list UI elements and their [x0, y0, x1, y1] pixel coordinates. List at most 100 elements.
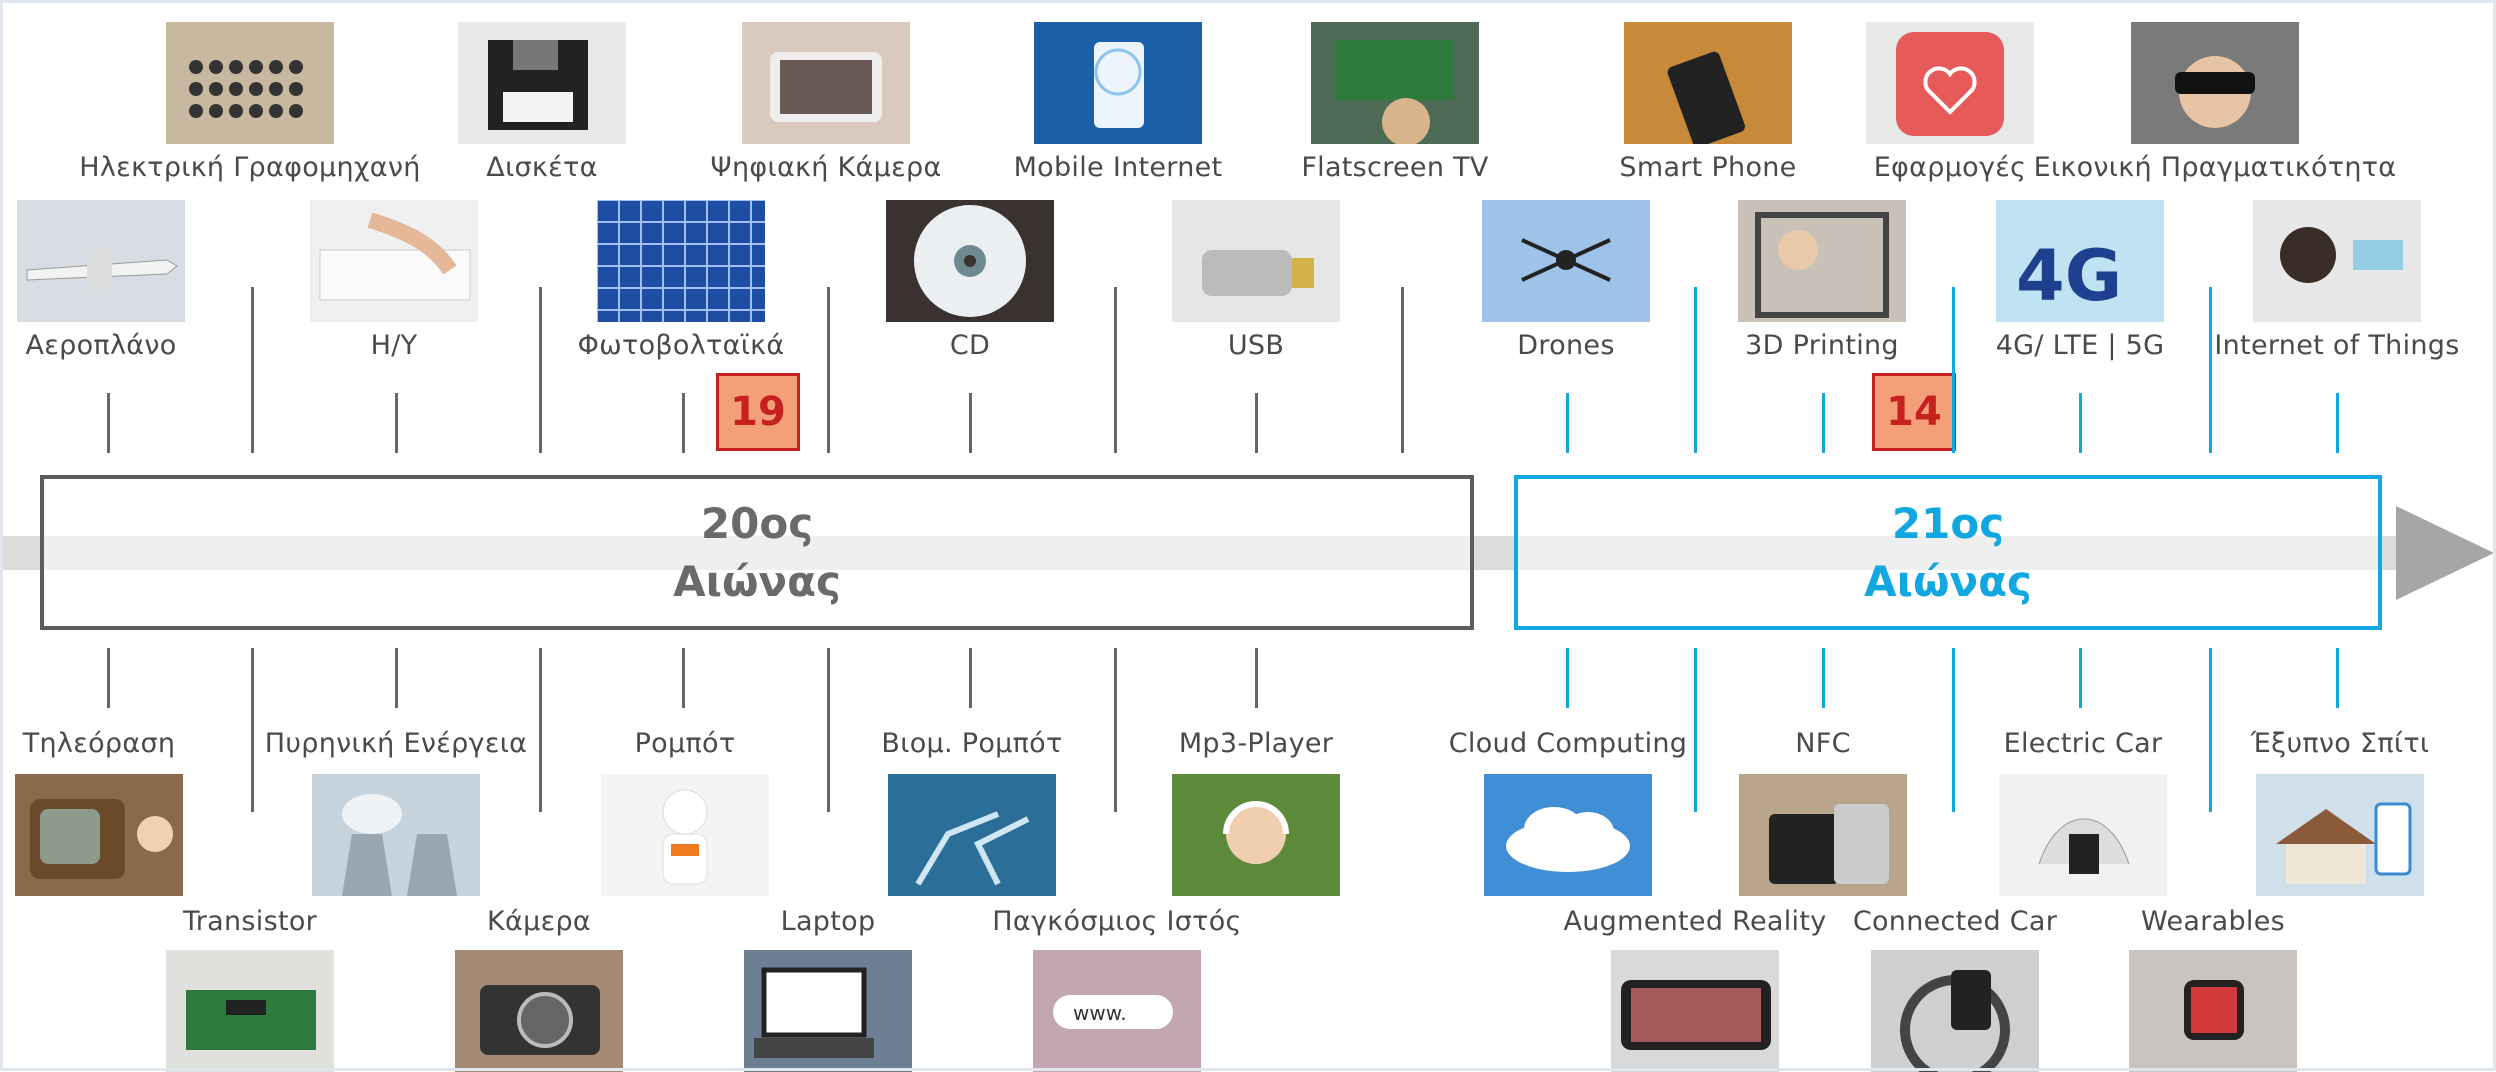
industrial-robot-photo-icon [888, 774, 1056, 896]
retro-tv-photo-icon [15, 774, 183, 896]
connector-tick [1255, 393, 1258, 453]
tech-item-label: Drones [1517, 330, 1615, 361]
3d-printer-photo-icon [1738, 200, 1906, 322]
connector-tick [1255, 648, 1258, 708]
tech-item-label: Laptop [780, 906, 876, 937]
ev-charger-photo-icon [1999, 774, 2167, 896]
tech-item-label: Transistor [182, 906, 318, 937]
tech-item-label: Flatscreen TV [1301, 152, 1489, 183]
floppy-disk-photo-icon [458, 22, 626, 144]
tech-item-label: Mp3-Player [1178, 728, 1334, 759]
robot-photo-icon [601, 774, 769, 896]
tech-item-label: 4G/ LTE | 5G [1995, 330, 2165, 361]
tech-item-label: Τηλεόραση [22, 728, 176, 759]
tech-item-label: 3D Printing [1745, 330, 1899, 361]
solar-panel-photo-icon [597, 200, 765, 322]
era-20th-century-title: 20ος [700, 498, 814, 548]
era-21st-century-title: 21ος [1891, 498, 2005, 548]
tech-item-label: Φωτοβολταϊκά [577, 330, 785, 361]
tech-item-label: Βιομ. Ρομπότ [881, 728, 1063, 759]
connector-divider [2209, 287, 2212, 453]
laptop-photo-icon [744, 950, 912, 1072]
cd-photo-icon [886, 200, 1054, 322]
circuit-board-photo-icon [166, 950, 334, 1072]
headphones-photo-icon [1172, 774, 1340, 896]
flatscreen-tv-photo-icon [1311, 22, 1479, 144]
tech-item-label: Αεροπλάνο [25, 330, 177, 361]
timeline-arrow-head [2396, 506, 2494, 600]
usb-key-photo-icon [1172, 200, 1340, 322]
svg-text:4G: 4G [2016, 235, 2122, 317]
connector-divider [1401, 287, 1404, 453]
cloud-photo-icon [1484, 774, 1652, 896]
iot-photo-icon [2253, 200, 2421, 322]
tech-item-label: Wearables [2141, 906, 2285, 937]
tech-item-label: USB [1227, 330, 1285, 361]
connector-tick [107, 393, 110, 453]
svg-text:www.: www. [1073, 1001, 1127, 1025]
tech-item-label: Internet of Things [2214, 330, 2460, 361]
digital-camera-photo-icon [742, 22, 910, 144]
badge-21st-century-count: 14 [1872, 373, 1956, 451]
airplane-photo-icon [17, 200, 185, 322]
smart-phone-photo-icon [1624, 22, 1792, 144]
vr-headset-photo-icon [2131, 22, 2299, 144]
connector-tick [682, 648, 685, 708]
connector-divider [251, 287, 254, 453]
connector-tick [969, 648, 972, 708]
tech-item-label: Εφαρμογές [1873, 152, 2027, 183]
tech-item-label: Εικονική Πραγματικότητα [2033, 152, 2397, 183]
ar-phone-photo-icon [1611, 950, 1779, 1072]
tech-item-label: Smart Phone [1619, 152, 1797, 183]
smartwatch-photo-icon [2129, 950, 2297, 1072]
connector-tick [2079, 648, 2082, 708]
era-21st-century-subtitle: Αιώνας [1864, 556, 2032, 606]
tech-item-label: Ρομπότ [634, 728, 736, 759]
connector-tick [2336, 393, 2339, 453]
connector-divider [539, 287, 542, 453]
connector-divider [1952, 287, 1955, 453]
connector-tick [1822, 393, 1825, 453]
tech-item-label: NFC [1795, 728, 1851, 759]
drone-photo-icon [1482, 200, 1650, 322]
era-20th-century-box: 20ος Αιώνας [40, 475, 1474, 630]
typewriter-photo-icon [166, 22, 334, 144]
tech-item-label: Παγκόσμιος Ιστός [992, 906, 1242, 937]
era-21st-century-box: 21ος Αιώνας [1514, 475, 2382, 630]
camera-photo-icon [455, 950, 623, 1072]
connector-tick [395, 648, 398, 708]
connector-tick [107, 648, 110, 708]
nfc-payment-photo-icon [1739, 774, 1907, 896]
connector-tick [969, 393, 972, 453]
connector-divider [1694, 287, 1697, 453]
computer-keyboard-photo-icon [310, 200, 478, 322]
connector-tick [1566, 393, 1569, 453]
4g-lte-photo-icon: 4G [1996, 200, 2164, 322]
tech-item-label: Η/Υ [370, 330, 418, 361]
connector-divider [827, 287, 830, 453]
tech-item-label: Cloud Computing [1448, 728, 1688, 759]
tech-item-label: Ψηφιακή Κάμερα [710, 152, 942, 183]
connector-divider [1114, 648, 1117, 812]
tech-item-label: Connected Car [1852, 906, 2058, 937]
smart-home-photo-icon [2256, 774, 2424, 896]
badge-20th-century-count: 19 [716, 373, 800, 451]
cooling-towers-photo-icon [312, 774, 480, 896]
connector-tick [2336, 648, 2339, 708]
tech-item-label: CD [949, 330, 991, 361]
connector-divider [1114, 287, 1117, 453]
tech-item-label: Πυρηνική Ενέργεια [264, 728, 528, 759]
era-20th-century-subtitle: Αιώνας [673, 556, 841, 606]
connected-car-photo-icon [1871, 950, 2039, 1072]
connector-tick [2079, 393, 2082, 453]
tech-item-label: Electric Car [2003, 728, 2163, 759]
connector-divider [1952, 648, 1955, 812]
connector-divider [251, 648, 254, 812]
connector-divider [2209, 648, 2212, 812]
connector-divider [827, 648, 830, 812]
tech-item-label: Ηλεκτρική Γραφομηχανή [79, 152, 421, 183]
tech-item-label: Mobile Internet [1013, 152, 1223, 183]
connector-tick [395, 393, 398, 453]
tech-item-label: Augmented Reality [1563, 906, 1827, 937]
tech-item-label: Κάμερα [486, 906, 592, 937]
